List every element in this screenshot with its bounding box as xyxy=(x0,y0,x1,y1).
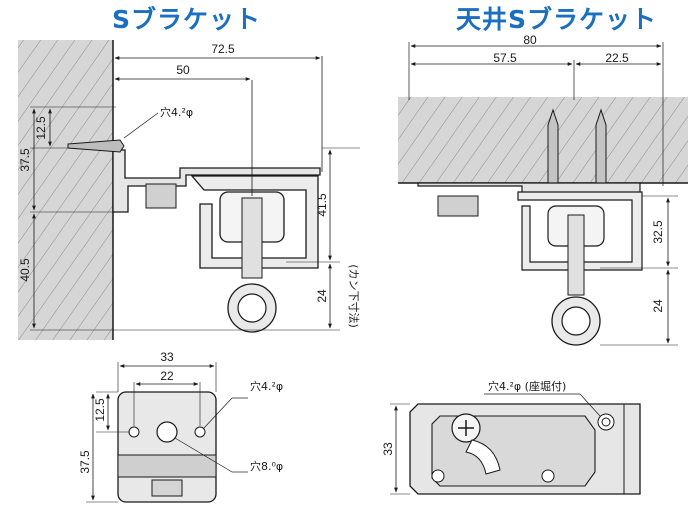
curtain-rail xyxy=(190,175,319,269)
hole-note-counterbore: 穴4.²φ (座堀付) xyxy=(488,379,566,393)
s-bracket-side-view: 72.5 50 12.5 37.5 40.5 41.5 24 (カン下寸法) 穴… xyxy=(18,40,361,340)
hole-8 xyxy=(156,421,178,443)
dim-12-5-bottom: 12.5 xyxy=(93,398,107,422)
ceiling xyxy=(398,97,688,183)
title-s-bracket: Sブラケット xyxy=(112,5,262,34)
bracket-plate xyxy=(112,149,321,213)
dim-24-right: 24 xyxy=(651,299,665,313)
dim-22: 22 xyxy=(160,369,174,383)
dim-41-5: 41.5 xyxy=(315,193,329,217)
ceiling-bolt xyxy=(437,195,479,217)
kan-bottom-label: (カン下寸法) xyxy=(347,264,361,328)
dim-72-5: 72.5 xyxy=(211,42,235,56)
dim-57-5: 57.5 xyxy=(493,51,517,65)
dim-22-5: 22.5 xyxy=(605,51,629,65)
dim-37-5-left: 37.5 xyxy=(18,148,32,172)
hole-note-8: 穴8.⁰φ xyxy=(250,459,283,473)
dim-33-top: 33 xyxy=(160,350,174,364)
dim-32-5: 32.5 xyxy=(651,220,665,244)
ceiling-rail xyxy=(517,191,643,271)
front-bolt xyxy=(151,479,183,497)
screw-left xyxy=(547,108,559,184)
bolt xyxy=(145,183,177,209)
dim-24-left: 24 xyxy=(315,289,329,303)
dim-40-5: 40.5 xyxy=(18,258,32,282)
title-ceiling-s-bracket: 天井Sブラケット xyxy=(456,5,658,34)
screw-right xyxy=(595,108,607,184)
screw xyxy=(67,139,125,153)
dim-80: 80 xyxy=(523,33,537,47)
s-bracket-front-view: 33 22 12.5 37.5 穴4.²φ 穴8.⁰φ xyxy=(78,350,283,503)
hole-note-4: 穴4.²φ xyxy=(250,379,283,393)
dim-33-right: 33 xyxy=(381,442,395,456)
hole-4-left xyxy=(128,426,140,438)
ceiling-bracket-side-view: 80 57.5 22.5 32.5 24 xyxy=(398,33,688,346)
hole-note-top-left: 穴4.²φ xyxy=(160,105,193,119)
dim-12-5-left: 12.5 xyxy=(34,116,48,140)
dim-37-5-bottom: 37.5 xyxy=(78,450,92,474)
wall xyxy=(18,40,113,340)
hole-4-right xyxy=(194,426,206,438)
runner-stem xyxy=(241,197,263,279)
dim-50: 50 xyxy=(176,63,190,77)
ceiling-bracket-top-view: 33 穴4.²φ (座堀付) xyxy=(381,379,641,495)
